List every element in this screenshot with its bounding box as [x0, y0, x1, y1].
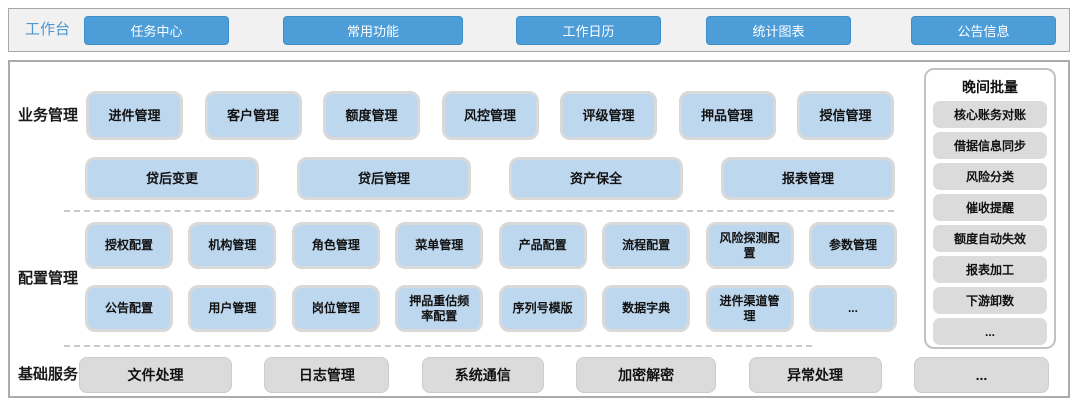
topbar-button-work-calendar[interactable]: 工作日历 [516, 16, 661, 45]
section-divider [64, 210, 894, 212]
module-tile[interactable]: 风险探测配置 [705, 222, 794, 269]
module-tile[interactable]: 机构管理 [188, 222, 277, 269]
module-tile[interactable]: 评级管理 [560, 91, 657, 140]
main-panel: 业务管理 进件管理 客户管理 额度管理 风控管理 评级管理 押品管理 授信管理 … [8, 60, 1070, 398]
section-label-config: 配置管理 [18, 270, 79, 287]
service-tile[interactable]: 日志管理 [264, 357, 390, 393]
section-label-base: 基础服务 [18, 366, 79, 383]
workbench-label: 工作台 [25, 21, 71, 38]
night-batch-list: 核心账务对账 借据信息同步 风险分类 催收提醒 额度自动失效 报表加工 下游卸数… [926, 98, 1054, 351]
module-tile[interactable]: 授权配置 [85, 222, 173, 269]
module-tile[interactable]: 客户管理 [204, 91, 302, 140]
service-tile[interactable]: 异常处理 [748, 357, 882, 393]
night-batch-item[interactable]: 核心账务对账 [933, 101, 1047, 128]
topbar: 工作台 任务中心 常用功能 工作日历 统计图表 公告信息 [8, 8, 1070, 52]
night-batch-item[interactable]: 借据信息同步 [933, 132, 1047, 159]
section-label-business: 业务管理 [18, 107, 79, 124]
night-batch-panel: 晚间批量 核心账务对账 借据信息同步 风险分类 催收提醒 额度自动失效 报表加工… [924, 68, 1056, 349]
module-tile[interactable]: 菜单管理 [395, 222, 484, 269]
module-tile[interactable]: 押品管理 [678, 91, 776, 140]
module-tile[interactable]: 参数管理 [808, 222, 897, 269]
module-tile[interactable]: 用户管理 [188, 285, 277, 332]
module-tile[interactable]: 贷后管理 [297, 157, 471, 200]
service-tile[interactable]: 加密解密 [576, 357, 717, 393]
module-tile[interactable]: 押品重估频率配置 [395, 285, 484, 332]
service-tile[interactable]: 系统通信 [421, 357, 544, 393]
module-tile[interactable]: 角色管理 [291, 222, 380, 269]
module-tile[interactable]: 流程配置 [602, 222, 691, 269]
topbar-button-stats-charts[interactable]: 统计图表 [706, 16, 851, 45]
night-batch-item[interactable]: 风险分类 [933, 163, 1047, 190]
module-tile[interactable]: 序列号模版 [498, 285, 587, 332]
night-batch-item[interactable]: 下游卸数 [933, 287, 1047, 314]
module-tile[interactable]: 产品配置 [498, 222, 587, 269]
module-tile[interactable]: 授信管理 [797, 91, 894, 140]
topbar-button-task-center[interactable]: 任务中心 [84, 16, 229, 45]
module-tile[interactable]: 资产保全 [509, 157, 683, 200]
module-tile[interactable]: 进件渠道管理 [705, 285, 794, 332]
topbar-button-announcement-info[interactable]: 公告信息 [911, 16, 1056, 45]
section-divider [64, 345, 812, 347]
night-batch-item[interactable]: 额度自动失效 [933, 225, 1047, 252]
module-tile[interactable]: 进件管理 [86, 91, 183, 140]
config-row-2: 公告配置 用户管理 岗位管理 押品重估频率配置 序列号模版 数据字典 进件渠道管… [85, 285, 897, 332]
night-batch-item[interactable]: ... [933, 318, 1047, 345]
config-row-1: 授权配置 机构管理 角色管理 菜单管理 产品配置 流程配置 风险探测配置 参数管… [85, 222, 897, 269]
module-tile[interactable]: 岗位管理 [291, 285, 380, 332]
service-tile[interactable]: 文件处理 [79, 357, 232, 393]
business-row-1: 进件管理 客户管理 额度管理 风控管理 评级管理 押品管理 授信管理 [86, 91, 894, 140]
module-tile[interactable]: 额度管理 [323, 91, 420, 140]
night-batch-item[interactable]: 报表加工 [933, 256, 1047, 283]
service-tile[interactable]: ... [913, 357, 1049, 393]
module-tile[interactable]: 贷后变更 [85, 157, 259, 200]
module-tile[interactable]: 风控管理 [441, 91, 539, 140]
night-batch-item[interactable]: 催收提醒 [933, 194, 1047, 221]
topbar-button-common-functions[interactable]: 常用功能 [283, 16, 463, 45]
module-tile[interactable]: 公告配置 [85, 285, 173, 332]
module-tile[interactable]: 报表管理 [721, 157, 895, 200]
base-services-row: 文件处理 日志管理 系统通信 加密解密 异常处理 ... [79, 357, 1049, 393]
module-tile[interactable]: 数据字典 [602, 285, 691, 332]
module-tile[interactable]: ... [808, 285, 897, 332]
business-row-2: 贷后变更 贷后管理 资产保全 报表管理 [85, 157, 895, 200]
night-batch-title: 晚间批量 [962, 79, 1018, 95]
